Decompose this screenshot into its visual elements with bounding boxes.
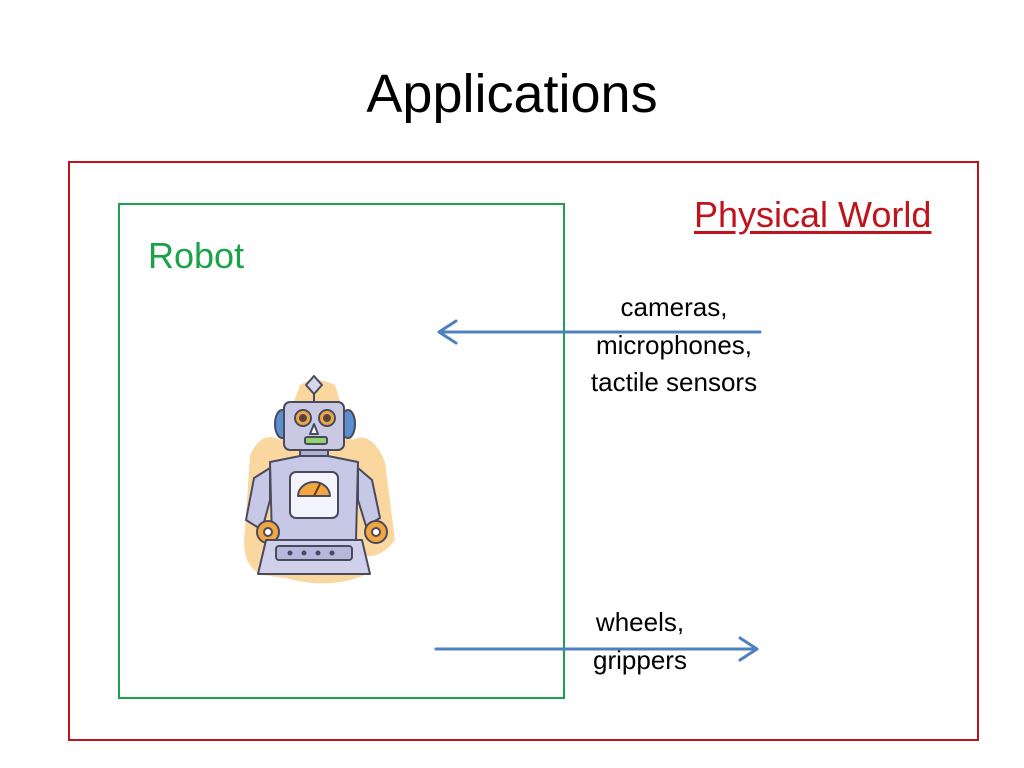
robot-box [118, 203, 565, 699]
physical-world-label: Physical World [694, 194, 932, 235]
physical-world-box [68, 161, 979, 741]
sensors-line: cameras, [620, 292, 728, 322]
robot-label: Robot [148, 235, 245, 276]
sensors-caption: cameras, microphones, tactile sensors [556, 289, 792, 402]
sensor-arrow [437, 319, 762, 345]
slide-title: Applications [366, 64, 658, 124]
robot-clipart-icon [244, 375, 395, 584]
actuator-arrow [434, 636, 759, 662]
actuators-line: wheels, [595, 607, 685, 637]
sensors-line: microphones, [595, 329, 753, 360]
sensors-line: tactile sensors [590, 367, 758, 398]
